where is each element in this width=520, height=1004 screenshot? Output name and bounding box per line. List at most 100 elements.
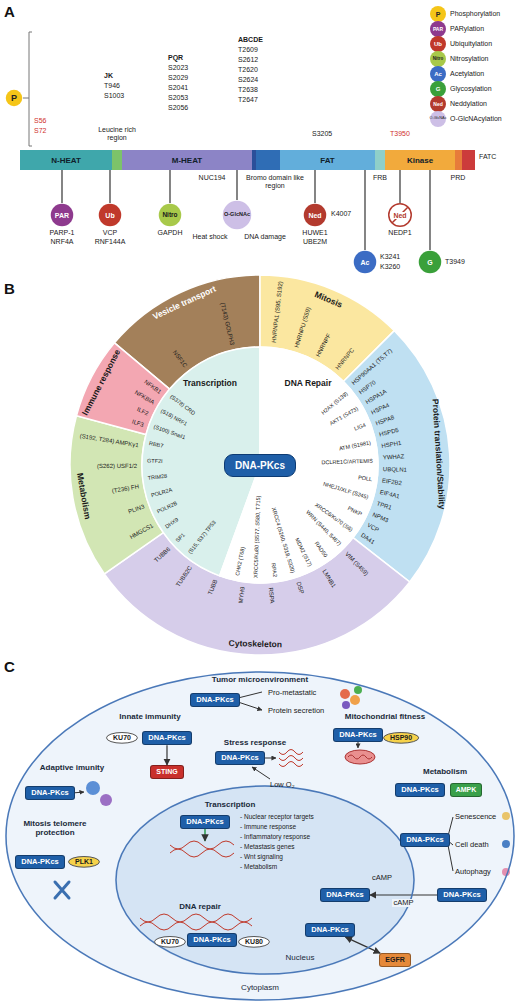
senescence-icon (502, 812, 510, 820)
arrow (204, 829, 206, 841)
label: S2612 (238, 56, 258, 63)
label: Pro-metastatic (268, 688, 316, 697)
legend-text: PARylation (450, 25, 484, 32)
modification-symbol: Ub (105, 212, 114, 219)
modification-symbol: Nitro (162, 212, 177, 219)
ellipse-outline (6, 672, 514, 1000)
circle-outline (389, 204, 412, 227)
label: NRF4A (51, 238, 74, 245)
immune-cell (86, 781, 100, 795)
arrow (358, 742, 359, 748)
label: - Nuclear receptor targets (240, 813, 314, 820)
label: S2056 (168, 104, 188, 111)
protein-name: GTF2I (147, 458, 163, 464)
label: Tumor microenvironment (212, 675, 308, 684)
label: S2041 (168, 84, 188, 91)
label: K3260 (380, 263, 400, 270)
label: Stress response (224, 738, 286, 747)
label: S2053 (168, 94, 188, 101)
label: Heat shock (192, 233, 227, 240)
label: ABCDE (238, 36, 263, 43)
label: T2647 (238, 96, 258, 103)
domain-bar: FAT (280, 150, 375, 170)
circle-outline (99, 204, 122, 227)
label: NEDP1 (388, 229, 411, 236)
circle-outline (51, 204, 74, 227)
label: T3949 (445, 258, 465, 265)
legend-text: Glycosylation (450, 85, 492, 92)
box-text: KU70 (161, 938, 179, 946)
label: PQR (168, 54, 183, 61)
label: Mitochondrial fitness (345, 712, 425, 721)
oval-outline (155, 937, 186, 948)
modification-circle: P (5, 89, 23, 107)
dna-pkcs-box: DNA-PKcs (437, 888, 487, 902)
edge-label: cAMP (392, 899, 414, 907)
nuc194-region (252, 150, 256, 170)
label: - Wnt signaling (240, 853, 283, 860)
box-text: EGFR (385, 956, 404, 964)
label: S3205 (312, 130, 332, 137)
box-text: DNA-PKcs (186, 818, 224, 826)
connector (236, 170, 237, 200)
label: O-GlcNAc (429, 117, 446, 121)
circle-outline (6, 90, 23, 107)
connector (429, 170, 430, 250)
box-text: DNA-PKcs (21, 858, 59, 866)
dna-pkcs-box: DNA-PKcs (142, 731, 192, 745)
label: - Inflammatory response (240, 833, 310, 840)
label: Adaptive imunity (40, 763, 104, 772)
protein-oval: KU70 (106, 732, 138, 744)
legend-text: Neddylation (450, 100, 487, 107)
dna-pkcs-box: DNA-PKcs (305, 923, 355, 937)
circle-outline (354, 251, 377, 274)
sector-title: Cytoskeleton (229, 639, 283, 649)
label: PARP-1 (50, 229, 75, 236)
circle-outline (419, 251, 442, 274)
circle-outline (159, 204, 182, 227)
modification-circle: Nitro (158, 203, 182, 227)
label: S1003 (104, 92, 124, 99)
label: DNA damage (244, 233, 286, 240)
domain-bar: Kinase (385, 150, 455, 170)
legend-text: Nitrosylation (450, 55, 489, 62)
panel-letter: B (4, 280, 15, 297)
label: Autophagy (455, 867, 491, 876)
legend-text: Phosphorylation (450, 10, 500, 17)
box-text: DNA-PKcs (443, 891, 481, 899)
dna-helix (170, 841, 234, 857)
dna-pkcs-box: DNA-PKcs (187, 933, 237, 947)
tumor-cell (354, 686, 362, 694)
label: S2624 (238, 76, 258, 83)
legend-text: O-GlcNAcylation (450, 115, 502, 122)
modification-circle: G (418, 250, 442, 274)
modification-symbol: P (11, 94, 17, 103)
mitochondrion (345, 750, 375, 764)
modification-symbol: G (427, 259, 432, 266)
box-text: DNA-PKcs (235, 460, 285, 471)
oval-outline (383, 733, 418, 744)
connector (61, 170, 62, 203)
tumor-cell (340, 689, 350, 699)
domain-name: FAT (320, 156, 335, 165)
protein-oval: KU80 (238, 936, 270, 948)
tumor-cell (350, 695, 360, 705)
label: - Immune response (240, 823, 296, 830)
box-text: STING (156, 768, 177, 776)
connector (364, 170, 365, 250)
label: NUC194 (199, 174, 226, 181)
dna-pkcs-box: DNA-PKcs (25, 786, 75, 800)
angiogenesis-icon (279, 750, 303, 767)
box-text: DNA-PKcs (196, 696, 234, 704)
domain-name: N-HEAT (51, 156, 81, 165)
box-text: KU80 (245, 938, 263, 946)
box-text: PLK1 (75, 858, 93, 866)
label: Protein secretion (268, 706, 324, 715)
label: Innate immunity (119, 712, 180, 721)
modification-symbol: Ac (361, 259, 370, 266)
label: Metabolism (423, 767, 467, 776)
box-text: DNA-PKcs (148, 734, 186, 742)
ellipse-outline (116, 786, 414, 974)
label: Mitosis telomere protection (19, 820, 91, 838)
label: Ned (433, 102, 442, 107)
